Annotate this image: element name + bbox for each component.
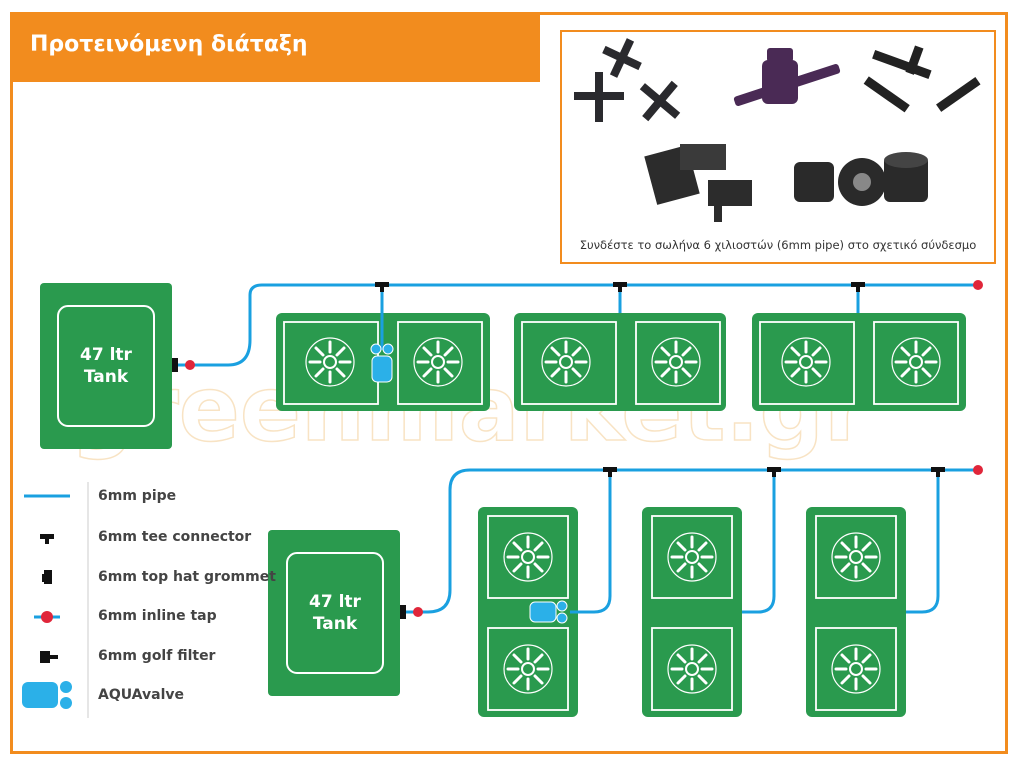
tank-label: Tank [313,614,358,634]
inline-tap-icon [34,611,60,623]
legend-label-tee: 6mm tee connector [98,529,252,545]
tank-label: 47 ltr [80,345,133,365]
legend-label-pipe: 6mm pipe [98,488,177,504]
tee-connector-icon [931,467,945,477]
planter-top-2 [514,313,726,411]
tee-connector-icon [603,467,617,477]
inline-tap-icon [185,360,195,370]
photo-caption: Συνδέστε το σωλήνα 6 χιλιοστών (6mm pipe… [579,238,977,252]
tee-connector-icon [613,282,627,292]
golf-filter-icon [40,651,58,663]
planter-bottom-1 [478,507,578,717]
legend-label-tap: 6mm inline tap [98,608,217,624]
tank-label: Tank [84,367,129,387]
aquavalve-icon [529,600,568,624]
tank-top: 47 ltr Tank [40,283,172,449]
grommet-icon [42,570,52,584]
tee-connector-icon [767,467,781,477]
tee-connector-icon [40,534,54,544]
inline-tap-icon [973,280,983,290]
legend-label-aquavalve: AQUAvalve [98,687,185,703]
legend-label-filter: 6mm golf filter [98,648,216,664]
tee-connector-icon [375,282,389,292]
tank-bottom: 47 ltr Tank [268,530,400,696]
pipe-top-main [172,283,978,367]
page-title: Προτεινόμενη διάταξη [30,32,308,57]
components-photo-panel: Συνδέστε το σωλήνα 6 χιλιοστών (6mm pipe… [560,30,996,264]
inline-tap-icon [413,607,423,617]
pipe-bottom-main [400,468,978,614]
tee-connector-icon [851,282,865,292]
tank-label: 47 ltr [309,592,362,612]
planter-top-3 [752,313,966,411]
aquavalve-icon [22,681,72,709]
aquavalve-icon [370,343,394,383]
grommet-icon [400,605,406,619]
planter-bottom-2 [642,507,742,717]
planter-bottom-3 [806,507,906,717]
grommet-icon [172,358,178,372]
components-photo [574,38,981,222]
inline-tap-icon [973,465,983,475]
legend-label-grommet: 6mm top hat grommet [98,569,276,585]
header-bar: Προτεινόμενη διάταξη [10,12,540,82]
